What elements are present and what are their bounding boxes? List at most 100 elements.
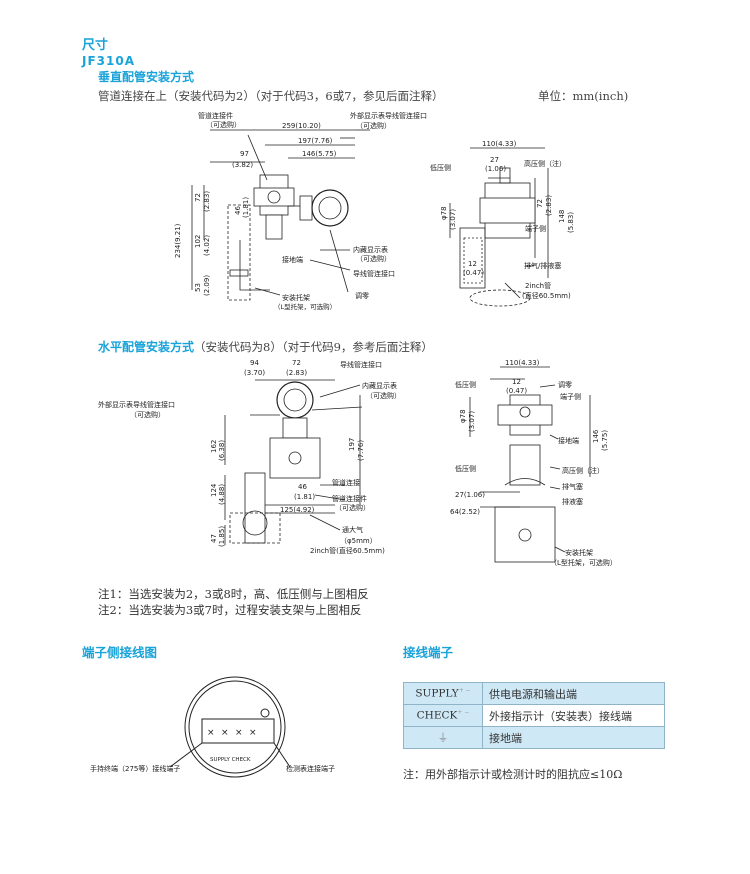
vs-pipe-dia: (直径60.5mm) [522, 291, 571, 300]
vs-d110: 110(4.33) [482, 140, 517, 148]
terminal-x-1: × [207, 728, 215, 738]
h-d46: 46 [298, 483, 307, 491]
vs-terminal-side: 端子侧 [525, 224, 546, 233]
terminals-note: 注：用外部指示计或检测计时的阻抗应≤10Ω [403, 768, 623, 781]
hs-high-side: 高压侧（注） [562, 466, 604, 475]
v-bracket: 安装托架 [282, 293, 310, 302]
terminal-code: SUPPLY+ − [403, 682, 483, 705]
hs-d575: (5.75) [601, 430, 609, 451]
v-d197: 197(7.76) [298, 137, 333, 145]
h-d283: (2.83) [286, 369, 307, 377]
v-d53: 53 [194, 283, 202, 292]
hs-d307: (3.07) [468, 411, 476, 432]
v-bracket-sub: （L型托架，可选购） [274, 302, 336, 311]
v-d72: 72 [194, 193, 202, 202]
h-optional2: （可选购） [130, 410, 165, 419]
v-d181: (1.81) [242, 197, 250, 218]
vertical-heading: 垂直配管安装方式 [98, 70, 195, 84]
hs-d110: 110(4.33) [505, 359, 540, 367]
vertical-side-drawing: 110(4.33) 27 (1.06) 低压侧 高压侧（注） 端子侧 12 (0… [430, 140, 575, 307]
v-d146: 146(5.75) [302, 150, 337, 158]
vs-d283: (2.83) [545, 195, 553, 216]
vs-d148: 148 [558, 210, 566, 223]
terminal-x-4: × [249, 728, 257, 738]
horizontal-subtitle: （安装代码为8）（对于代码9，参考后面注释） [194, 340, 433, 354]
hs-low-side2: 低压侧 [455, 464, 476, 473]
terminals-table: SUPPLY+ − 供电电源和输出端 CHECK+ − 外接指示计（安装表）接线… [403, 682, 665, 749]
hs-ground: 接地端 [558, 436, 579, 445]
hs-drain-plug: 排液塞 [562, 497, 583, 506]
horizontal-side-drawing: 110(4.33) 低压侧 12 (0.47) 调零 端子侧 接地端 低压侧 高… [450, 359, 617, 567]
vertical-front-drawing: 管道连接件 （可选购） 259(10.20) 197(7.76) 146(5.7… [174, 111, 427, 311]
v-ext-display: 外部显示表导线管连接口 [350, 111, 427, 120]
terminal-wiring-drawing: × × × × SUPPLY CHECK [169, 676, 291, 778]
note-2: 注2：当选安装为3或7时，过程安装支架与上图相反 [98, 603, 362, 617]
check-meter-label: 检测表连接端子 [286, 765, 335, 773]
vs-high-side: 高压侧（注） [524, 159, 566, 168]
v-d102: 102 [194, 235, 202, 248]
table-row: ⏚ 接地端 [403, 726, 665, 749]
section-title: 尺寸 [82, 38, 109, 53]
h-d125: 125(4.92) [280, 506, 315, 514]
hs-d12: 12 [512, 378, 521, 386]
ground-icon: ⏚ [437, 732, 449, 744]
v-d402: (4.02) [203, 235, 211, 256]
hs-bracket-sub: （L型托架，可选购） [550, 558, 617, 567]
v-d259: 259(10.20) [282, 122, 321, 130]
h-ext-display: 外部显示表导线管连接口 [98, 400, 175, 409]
h-d47: 47 [210, 534, 218, 543]
v-ground: 接地端 [282, 255, 303, 264]
terminal-code-text: CHECK [416, 709, 458, 722]
hs-terminal-side: 端子侧 [560, 392, 581, 401]
horizontal-heading: 水平配管安装方式 [98, 340, 195, 354]
h-vent-dia: （φ5mm） [340, 537, 377, 545]
v-builtin-display: 内藏显示表 [353, 245, 388, 254]
hs-low-side: 低压侧 [455, 380, 476, 389]
handheld-label: 手持终端（275等）接线端子 [90, 765, 181, 773]
h-pipe-conn: 管道连接 [332, 478, 360, 487]
v-pipe-fitting: 管道连接件 [198, 111, 233, 120]
table-row: SUPPLY+ − 供电电源和输出端 [403, 682, 665, 705]
vs-d72: 72 [536, 199, 544, 208]
h-d162: 162 [210, 440, 218, 453]
h-d94: 94 [250, 359, 259, 367]
note-1: 注1：当选安装为2，3或8时，高、低压侧与上图相反 [98, 587, 369, 601]
terminal-code: CHECK+ − [403, 704, 483, 727]
h-d370: (3.70) [244, 369, 265, 377]
vs-d106: (1.06) [485, 165, 506, 173]
hs-phi78: φ78 [459, 409, 467, 423]
h-d185: (1.85) [218, 526, 226, 547]
v-d382: (3.82) [232, 161, 253, 169]
horizontal-heading-row: 水平配管安装方式（安装代码为8）（对于代码9，参考后面注释） [98, 338, 433, 355]
v-zero-adj: 调零 [355, 291, 369, 300]
vertical-subtitle: 管道连接在上（安装代码为2）（对于代码3，6或7，参见后面注释） [98, 89, 444, 103]
vs-d12: 12 [468, 260, 477, 268]
terminal-desc: 供电电源和输出端 [482, 682, 665, 705]
v-d46: 46 [234, 206, 242, 215]
h-d124: 124 [210, 483, 218, 497]
h-vent-atm: 通大气 [342, 525, 363, 534]
h-d197: 197 [348, 438, 356, 451]
v-optional3: （可选购） [356, 254, 391, 263]
table-row: CHECK+ − 外接指示计（安装表）接线端 [403, 704, 665, 727]
terminal-x-2: × [221, 728, 229, 738]
h-d181: (1.81) [294, 493, 315, 501]
horizontal-front-drawing: 94 (3.70) 72 (2.83) 导线管连接口 内藏显示表 （可选购） 外… [98, 359, 401, 555]
hs-vent-plug: 排气塞 [562, 482, 583, 491]
hs-d047: (0.47) [506, 387, 527, 395]
vs-d27: 27 [490, 156, 499, 164]
hs-d146: 146 [592, 429, 600, 443]
vs-pipe: 2inch管 [525, 281, 551, 290]
h-builtin-display: 内藏显示表 [362, 381, 397, 390]
v-d234: 234(9.21) [174, 223, 182, 258]
terminal-desc: 接地端 [482, 726, 665, 749]
terminal-sign: + − [457, 709, 470, 717]
vs-d047: (0.47) [463, 269, 484, 277]
terminal-code-text: SUPPLY [415, 687, 459, 700]
ground-terminal-icon [260, 708, 270, 718]
h-pipe-fitting: 管道连接件 [332, 494, 367, 503]
supply-check-label: SUPPLY CHECK [210, 757, 251, 763]
terminal-x-3: × [235, 728, 243, 738]
terminal-sign: + − [458, 687, 471, 695]
h-optional3: （可选购） [335, 503, 370, 512]
